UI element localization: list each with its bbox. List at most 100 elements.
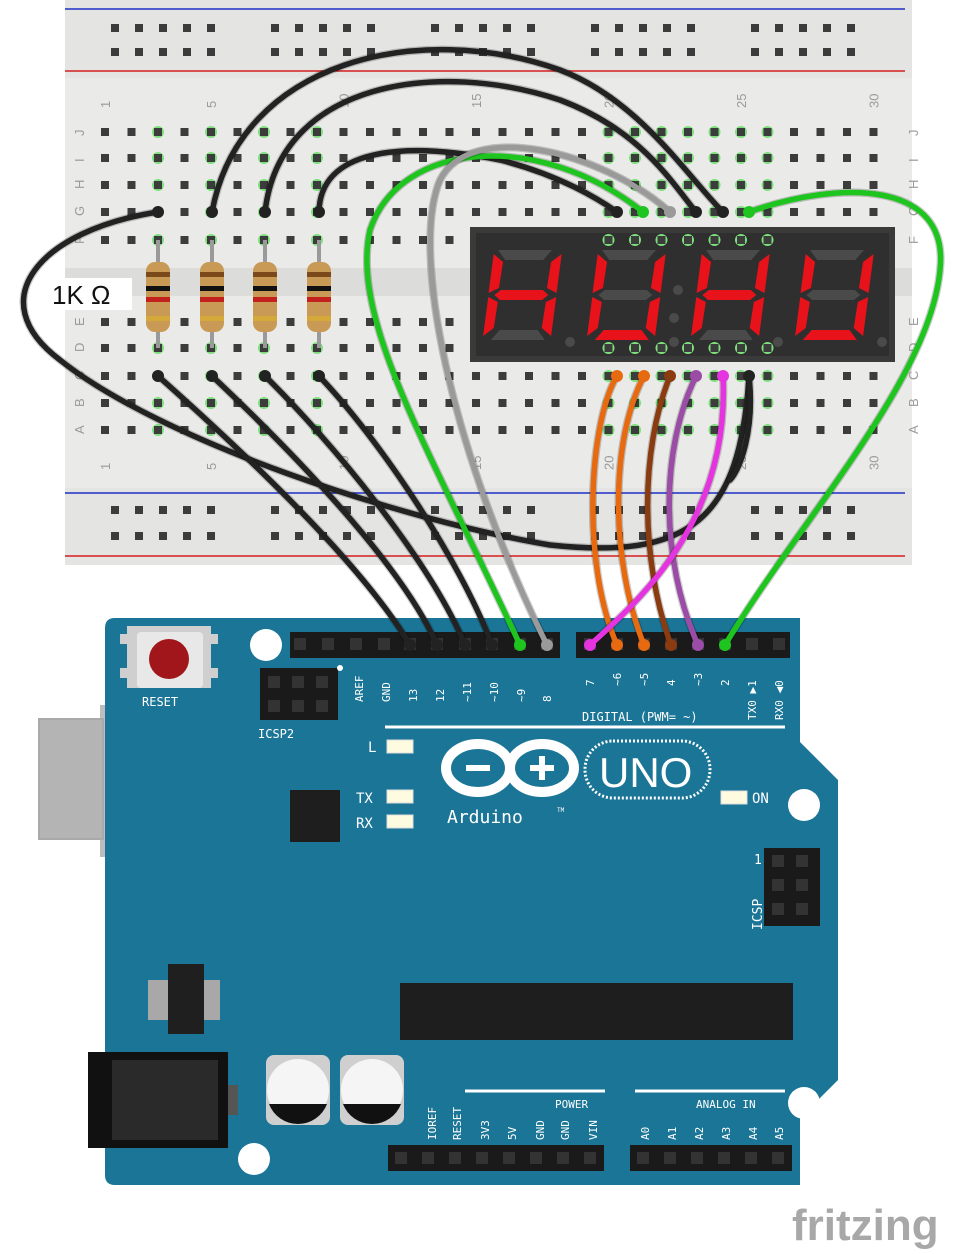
header-pin[interactable] <box>422 1152 434 1164</box>
breadboard-hole <box>869 181 878 189</box>
rail-hole <box>207 506 215 514</box>
wire-black <box>316 373 495 648</box>
wire-green <box>364 153 646 648</box>
breadboard-hole <box>498 208 507 216</box>
header-pin[interactable] <box>773 638 785 650</box>
uno-badge <box>583 739 712 800</box>
breadboard-hole <box>790 399 798 407</box>
rail-hole <box>823 506 831 514</box>
breadboard-hole <box>843 154 851 162</box>
breadboard-hole <box>233 181 242 189</box>
segment <box>858 254 874 293</box>
breadboard-hole <box>180 236 189 244</box>
wire-black <box>155 373 413 648</box>
breadboard-hole <box>816 208 825 216</box>
breadboard-hole <box>286 236 295 244</box>
rail-hole <box>159 506 167 514</box>
breadboard-hole <box>498 128 507 136</box>
breadboard-hole <box>419 236 427 244</box>
segment <box>483 297 498 336</box>
rail-hole <box>615 24 623 32</box>
mount-hole <box>238 1143 270 1175</box>
breadboard-hole <box>180 154 189 162</box>
analog-pin-label: A5 <box>773 1127 786 1140</box>
breadboard-hole <box>233 372 242 380</box>
rail-hole <box>111 48 119 56</box>
icsp-header <box>764 848 820 926</box>
icsp2-header <box>260 668 338 720</box>
breadboard-hole <box>445 236 454 244</box>
rail-hole <box>271 24 279 32</box>
icsp2-label: ICSP2 <box>258 727 294 741</box>
header-pin[interactable] <box>378 638 390 650</box>
trademark: TM <box>557 807 565 814</box>
header-pin[interactable] <box>449 1152 461 1164</box>
rail-hole <box>319 48 327 56</box>
header-pin[interactable] <box>557 1152 569 1164</box>
column-number: 30 <box>867 456 882 470</box>
header-pin[interactable] <box>322 638 334 650</box>
uno-label: UNO <box>599 749 692 796</box>
header-pin[interactable] <box>745 1152 757 1164</box>
icsp-label: ICSP <box>751 899 766 930</box>
header-pin[interactable] <box>350 638 362 650</box>
row-letter: C <box>906 371 921 380</box>
digital-pin-label: 12 <box>434 689 447 702</box>
power-pin-label: RESET <box>451 1107 464 1140</box>
breadboard-hole <box>445 181 454 189</box>
header-pin[interactable] <box>664 1152 676 1164</box>
rail-hole <box>207 532 215 540</box>
rail-hole <box>159 24 167 32</box>
rail-hole <box>135 532 143 540</box>
header-pin[interactable] <box>530 1152 542 1164</box>
segment <box>546 254 562 293</box>
column-number: 20 <box>602 456 617 470</box>
digital-pin-label: TX0 ▶1 <box>746 680 759 720</box>
rail-hole <box>455 24 463 32</box>
breadboard-hole <box>525 372 533 380</box>
header-pin[interactable] <box>476 1152 488 1164</box>
fritzing-watermark: fritzing <box>792 1201 939 1250</box>
wire-black <box>727 373 754 483</box>
digital-pin-label: ~3 <box>692 673 705 686</box>
header-pin[interactable] <box>395 1152 407 1164</box>
header-pin[interactable] <box>718 1152 730 1164</box>
rail-hole <box>823 24 831 32</box>
breadboard-hole <box>472 128 480 136</box>
breadboard-hole <box>869 154 878 162</box>
segment <box>490 330 545 340</box>
breadboard-hole <box>286 344 295 352</box>
rail-hole <box>343 506 351 514</box>
arduino-logo <box>441 739 579 797</box>
column-number: 1 <box>98 463 113 470</box>
digital-pwm-label: DIGITAL (PWM= ~) <box>582 710 698 724</box>
header-pin[interactable] <box>691 1152 703 1164</box>
row-letter: H <box>72 180 87 189</box>
breadboard-hole <box>525 181 533 189</box>
breadboard-hole <box>551 128 560 136</box>
header-pin[interactable] <box>746 638 758 650</box>
mount-hole <box>788 789 820 821</box>
capacitor-1 <box>266 1055 330 1125</box>
wire-orange <box>590 373 620 648</box>
segment <box>541 297 557 336</box>
breadboard-hole <box>525 208 533 216</box>
rail-hole <box>527 48 535 56</box>
breadboard-hole <box>869 399 878 407</box>
header-pin[interactable] <box>772 1152 784 1164</box>
header-pin[interactable] <box>637 1152 649 1164</box>
decimal-point <box>669 337 679 347</box>
rail-hole <box>271 48 279 56</box>
breadboard-hole <box>790 154 798 162</box>
header-pin[interactable] <box>584 1152 596 1164</box>
header-pin[interactable] <box>503 1152 515 1164</box>
breadboard-hole <box>392 344 401 352</box>
breadboard-hole <box>498 426 507 434</box>
rail-hole <box>367 506 375 514</box>
rail-hole <box>111 532 119 540</box>
reset-button[interactable] <box>149 639 189 679</box>
rail-hole <box>751 24 759 32</box>
rail-hole <box>847 532 855 540</box>
header-pin[interactable] <box>294 638 306 650</box>
